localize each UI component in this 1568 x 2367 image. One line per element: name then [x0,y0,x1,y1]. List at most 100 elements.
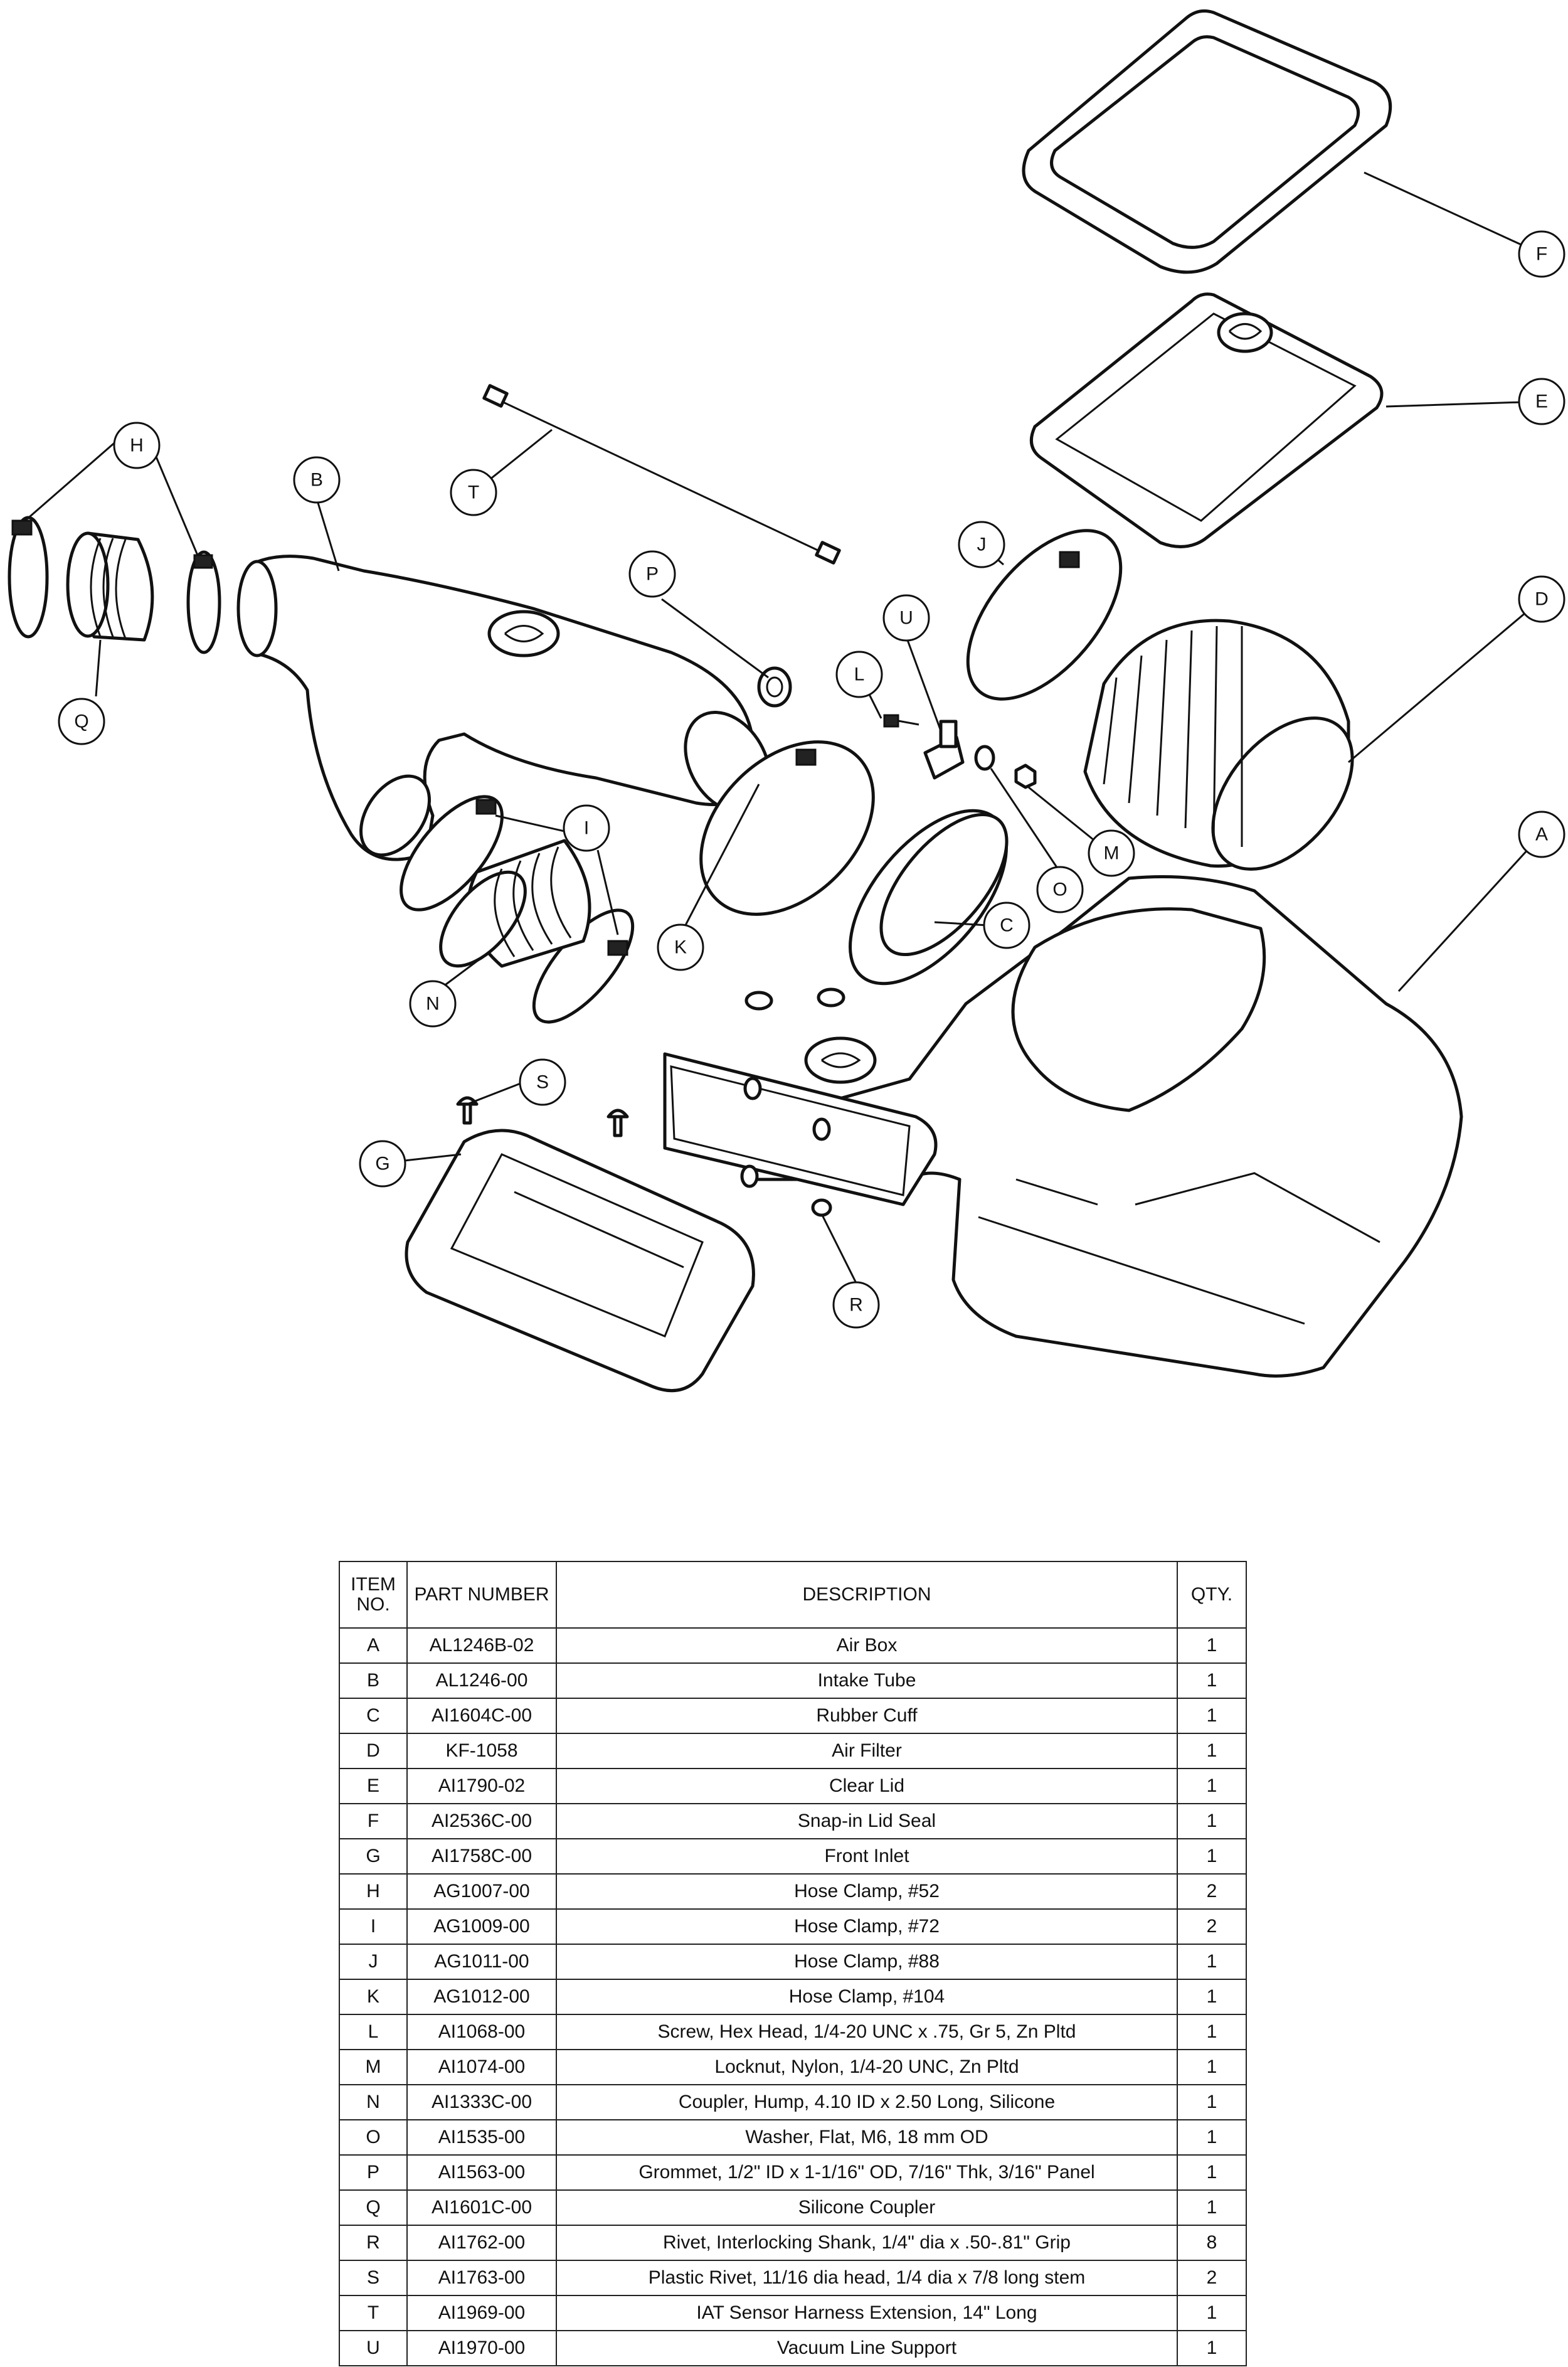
callout-a: A [1518,811,1565,858]
cell-item: C [339,1698,408,1734]
cell-description: Clear Lid [556,1768,1178,1804]
part-j-hose-clamp [966,529,1123,701]
cell-qty: 1 [1177,2330,1247,2366]
cell-description: Hose Clamp, #88 [556,1944,1178,1980]
cell-item: S [339,2260,408,2296]
cell-part-number: AI1601C-00 [406,2189,557,2226]
part-a-air-box [751,875,1463,1378]
cell-description: Coupler, Hump, 4.10 ID x 2.50 Long, Sili… [556,2084,1178,2120]
cell-part-number: AG1009-00 [406,1908,557,1945]
cell-item: F [339,1803,408,1839]
svg-text:T: T [468,482,479,503]
svg-text:I: I [584,818,589,839]
cell-item: M [339,2049,408,2085]
svg-text:F: F [1536,244,1547,265]
svg-text:K: K [674,937,687,958]
cell-part-number: AI1074-00 [406,2049,557,2085]
cell-description: Front Inlet [556,1838,1178,1875]
cell-description: Rivet, Interlocking Shank, 1/4" dia x .5… [556,2225,1178,2261]
callout-g: G [359,1140,406,1188]
part-f-lid-seal [1022,9,1392,274]
cell-description: Grommet, 1/2" ID x 1-1/16" OD, 7/16" Thk… [556,2154,1178,2191]
callout-s: S [519,1058,566,1106]
cell-item: O [339,2119,408,2156]
callout-j: J [958,521,1005,568]
cell-description: IAT Sensor Harness Extension, 14" Long [556,2295,1178,2331]
callout-u: U [882,594,930,642]
part-m-locknut [1014,763,1037,789]
cell-qty: 1 [1177,1768,1247,1804]
cell-qty: 1 [1177,1803,1247,1839]
part-d-air-filter [1083,619,1354,871]
cell-item: B [339,1662,408,1699]
cell-item: A [339,1627,408,1664]
cell-item: I [339,1908,408,1945]
part-inlet-body [663,1036,938,1206]
cell-qty: 1 [1177,1944,1247,1980]
cell-item: K [339,1979,408,2015]
svg-text:N: N [426,994,440,1014]
cell-part-number: AI1758C-00 [406,1838,557,1875]
part-n-hump-coupler [439,839,591,968]
cell-part-number: AI1604C-00 [406,1698,557,1734]
cell-part-number: AI1763-00 [406,2260,557,2296]
svg-text:A: A [1535,824,1548,845]
cell-description: Air Filter [556,1733,1178,1769]
cell-part-number: AI1790-02 [406,1768,557,1804]
part-h-hose-clamps [8,516,221,654]
callout-f: F [1518,230,1565,278]
cell-description: Plastic Rivet, 11/16 dia head, 1/4 dia x… [556,2260,1178,2296]
cell-qty: 1 [1177,1838,1247,1875]
part-l-screw [883,714,919,728]
svg-text:B: B [310,470,323,491]
part-e-clear-lid [1029,292,1384,548]
callout-i: I [563,804,610,852]
svg-text:E: E [1535,391,1548,412]
cell-part-number: AG1012-00 [406,1979,557,2015]
svg-text:S: S [536,1072,549,1093]
cell-part-number: AL1246B-02 [406,1627,557,1664]
part-g-front-inlet [405,1129,755,1393]
cell-item: U [339,2330,408,2366]
cell-item: P [339,2154,408,2191]
svg-text:D: D [1535,589,1549,610]
cell-qty: 1 [1177,1698,1247,1734]
svg-text:M: M [1104,843,1120,864]
header-qty: QTY. [1177,1561,1247,1629]
callout-c: C [983,902,1030,949]
cell-part-number: AI1969-00 [406,2295,557,2331]
cell-item: D [339,1733,408,1769]
svg-text:G: G [375,1154,389,1174]
callout-t: T [450,469,497,516]
cell-item: R [339,2225,408,2261]
cell-qty: 1 [1177,2154,1247,2191]
callout-p: P [628,550,676,598]
svg-text:H: H [130,435,144,456]
cell-qty: 1 [1177,1733,1247,1769]
callout-b: B [293,456,341,504]
cell-description: Hose Clamp, #104 [556,1979,1178,2015]
callout-leaders [24,171,1543,1284]
svg-text:U: U [899,608,913,629]
cell-item: Q [339,2189,408,2226]
cell-part-number: KF-1058 [406,1733,557,1769]
cell-description: Snap-in Lid Seal [556,1803,1178,1839]
cell-part-number: AI1333C-00 [406,2084,557,2120]
svg-text:J: J [977,535,987,555]
cell-part-number: AG1007-00 [406,1873,557,1910]
callout-q: Q [58,698,105,745]
cell-qty: 1 [1177,2295,1247,2331]
